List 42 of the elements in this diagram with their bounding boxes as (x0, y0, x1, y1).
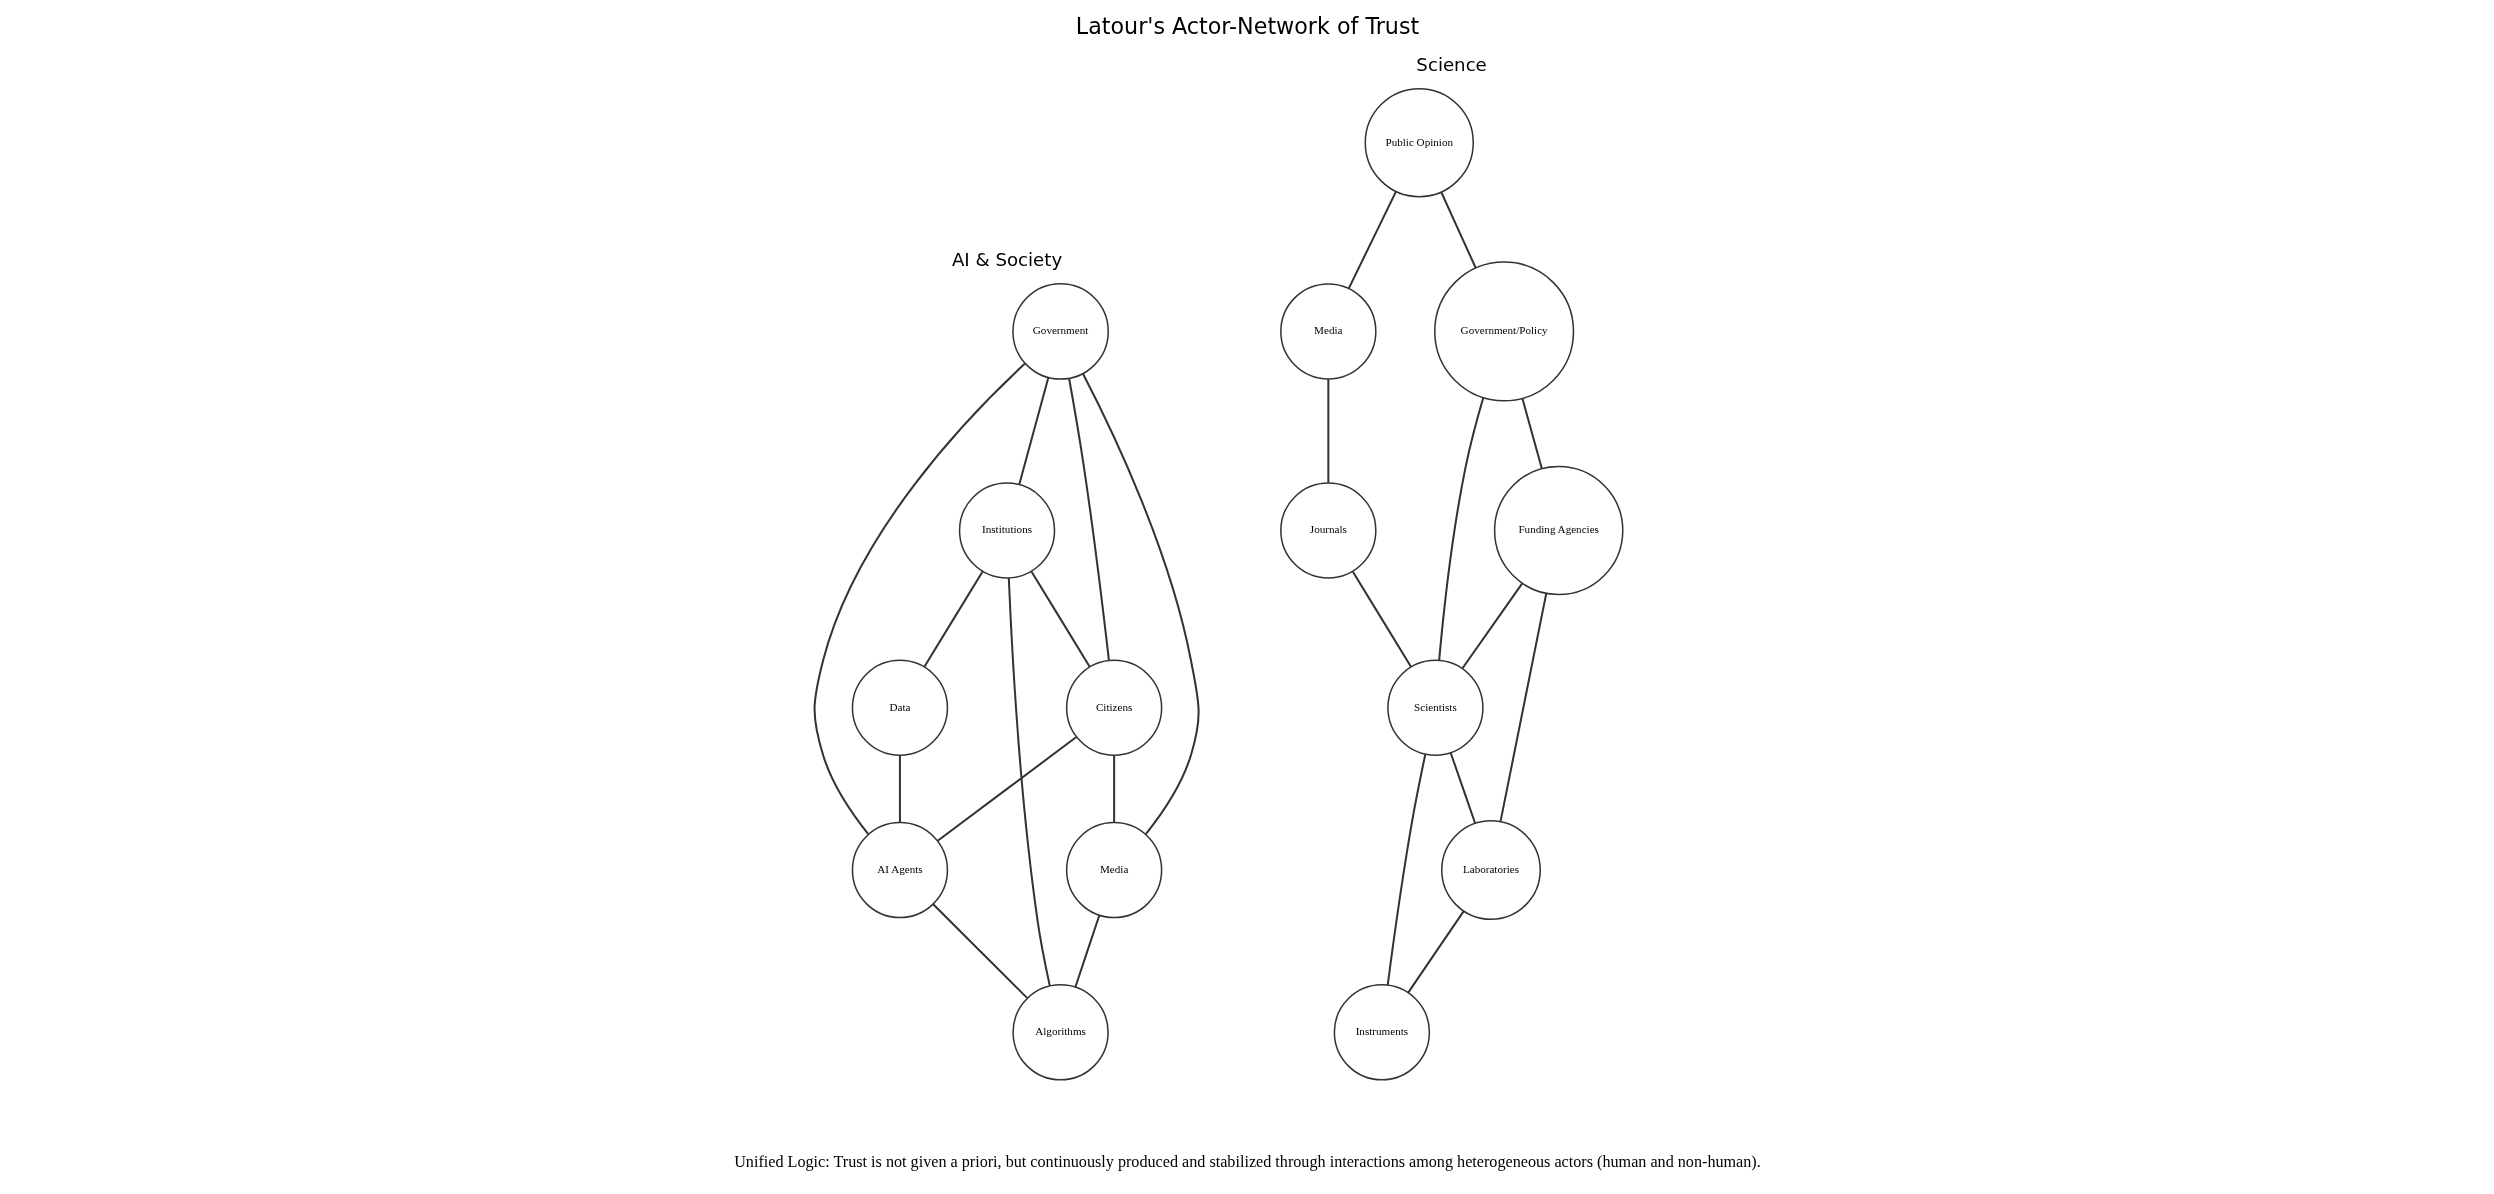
connector (932, 903, 1028, 999)
connector (1067, 378, 1110, 661)
connector (1073, 914, 1100, 988)
node-circle: Data (851, 659, 948, 756)
connector (1386, 754, 1426, 985)
connector (1351, 571, 1412, 668)
node-circle: Citizens (1065, 659, 1162, 756)
connector (898, 755, 901, 823)
connector (1449, 752, 1476, 824)
diagram-title: Latour's Actor-Network of Trust (1075, 12, 1419, 39)
connector (1017, 377, 1049, 485)
node-circle: Journals (1279, 482, 1377, 579)
connector (813, 362, 1026, 835)
connector (1030, 571, 1091, 668)
node-circle: AI Agents (851, 821, 948, 919)
node-circle: Media (1065, 821, 1162, 919)
connector (1437, 397, 1484, 661)
connector (936, 736, 1077, 842)
node-circle: Laboratories (1440, 820, 1541, 921)
node-circle: Media (1279, 283, 1377, 380)
connector (1347, 190, 1397, 289)
connector (1081, 373, 1200, 835)
node-circle: Public Opinion (1364, 87, 1474, 198)
connector (1520, 398, 1543, 469)
node-circle: Institutions (958, 482, 1055, 579)
label: Unified Logic: Trust is not given a priori, but continuously produced and stabilized through interactions among heterogeneous actors (human and non-human). (733, 1153, 1761, 1171)
connector (1326, 379, 1329, 483)
connector (923, 571, 983, 668)
connector (1461, 583, 1523, 670)
connector (1406, 910, 1465, 994)
node-circle: Government (1011, 283, 1109, 380)
node-circle: Instruments (1333, 984, 1430, 1081)
node-circle: Scientists (1386, 659, 1484, 756)
connector (1112, 755, 1115, 823)
connector (1007, 577, 1051, 987)
label: AI & Society (951, 249, 1062, 271)
node-circle: Government/Policy (1433, 261, 1574, 402)
connector (1439, 191, 1477, 269)
label: Science (1415, 54, 1487, 76)
node-circle: Algorithms (1011, 984, 1109, 1081)
node-circle: Funding Agencies (1493, 465, 1623, 596)
connector (1499, 593, 1547, 822)
